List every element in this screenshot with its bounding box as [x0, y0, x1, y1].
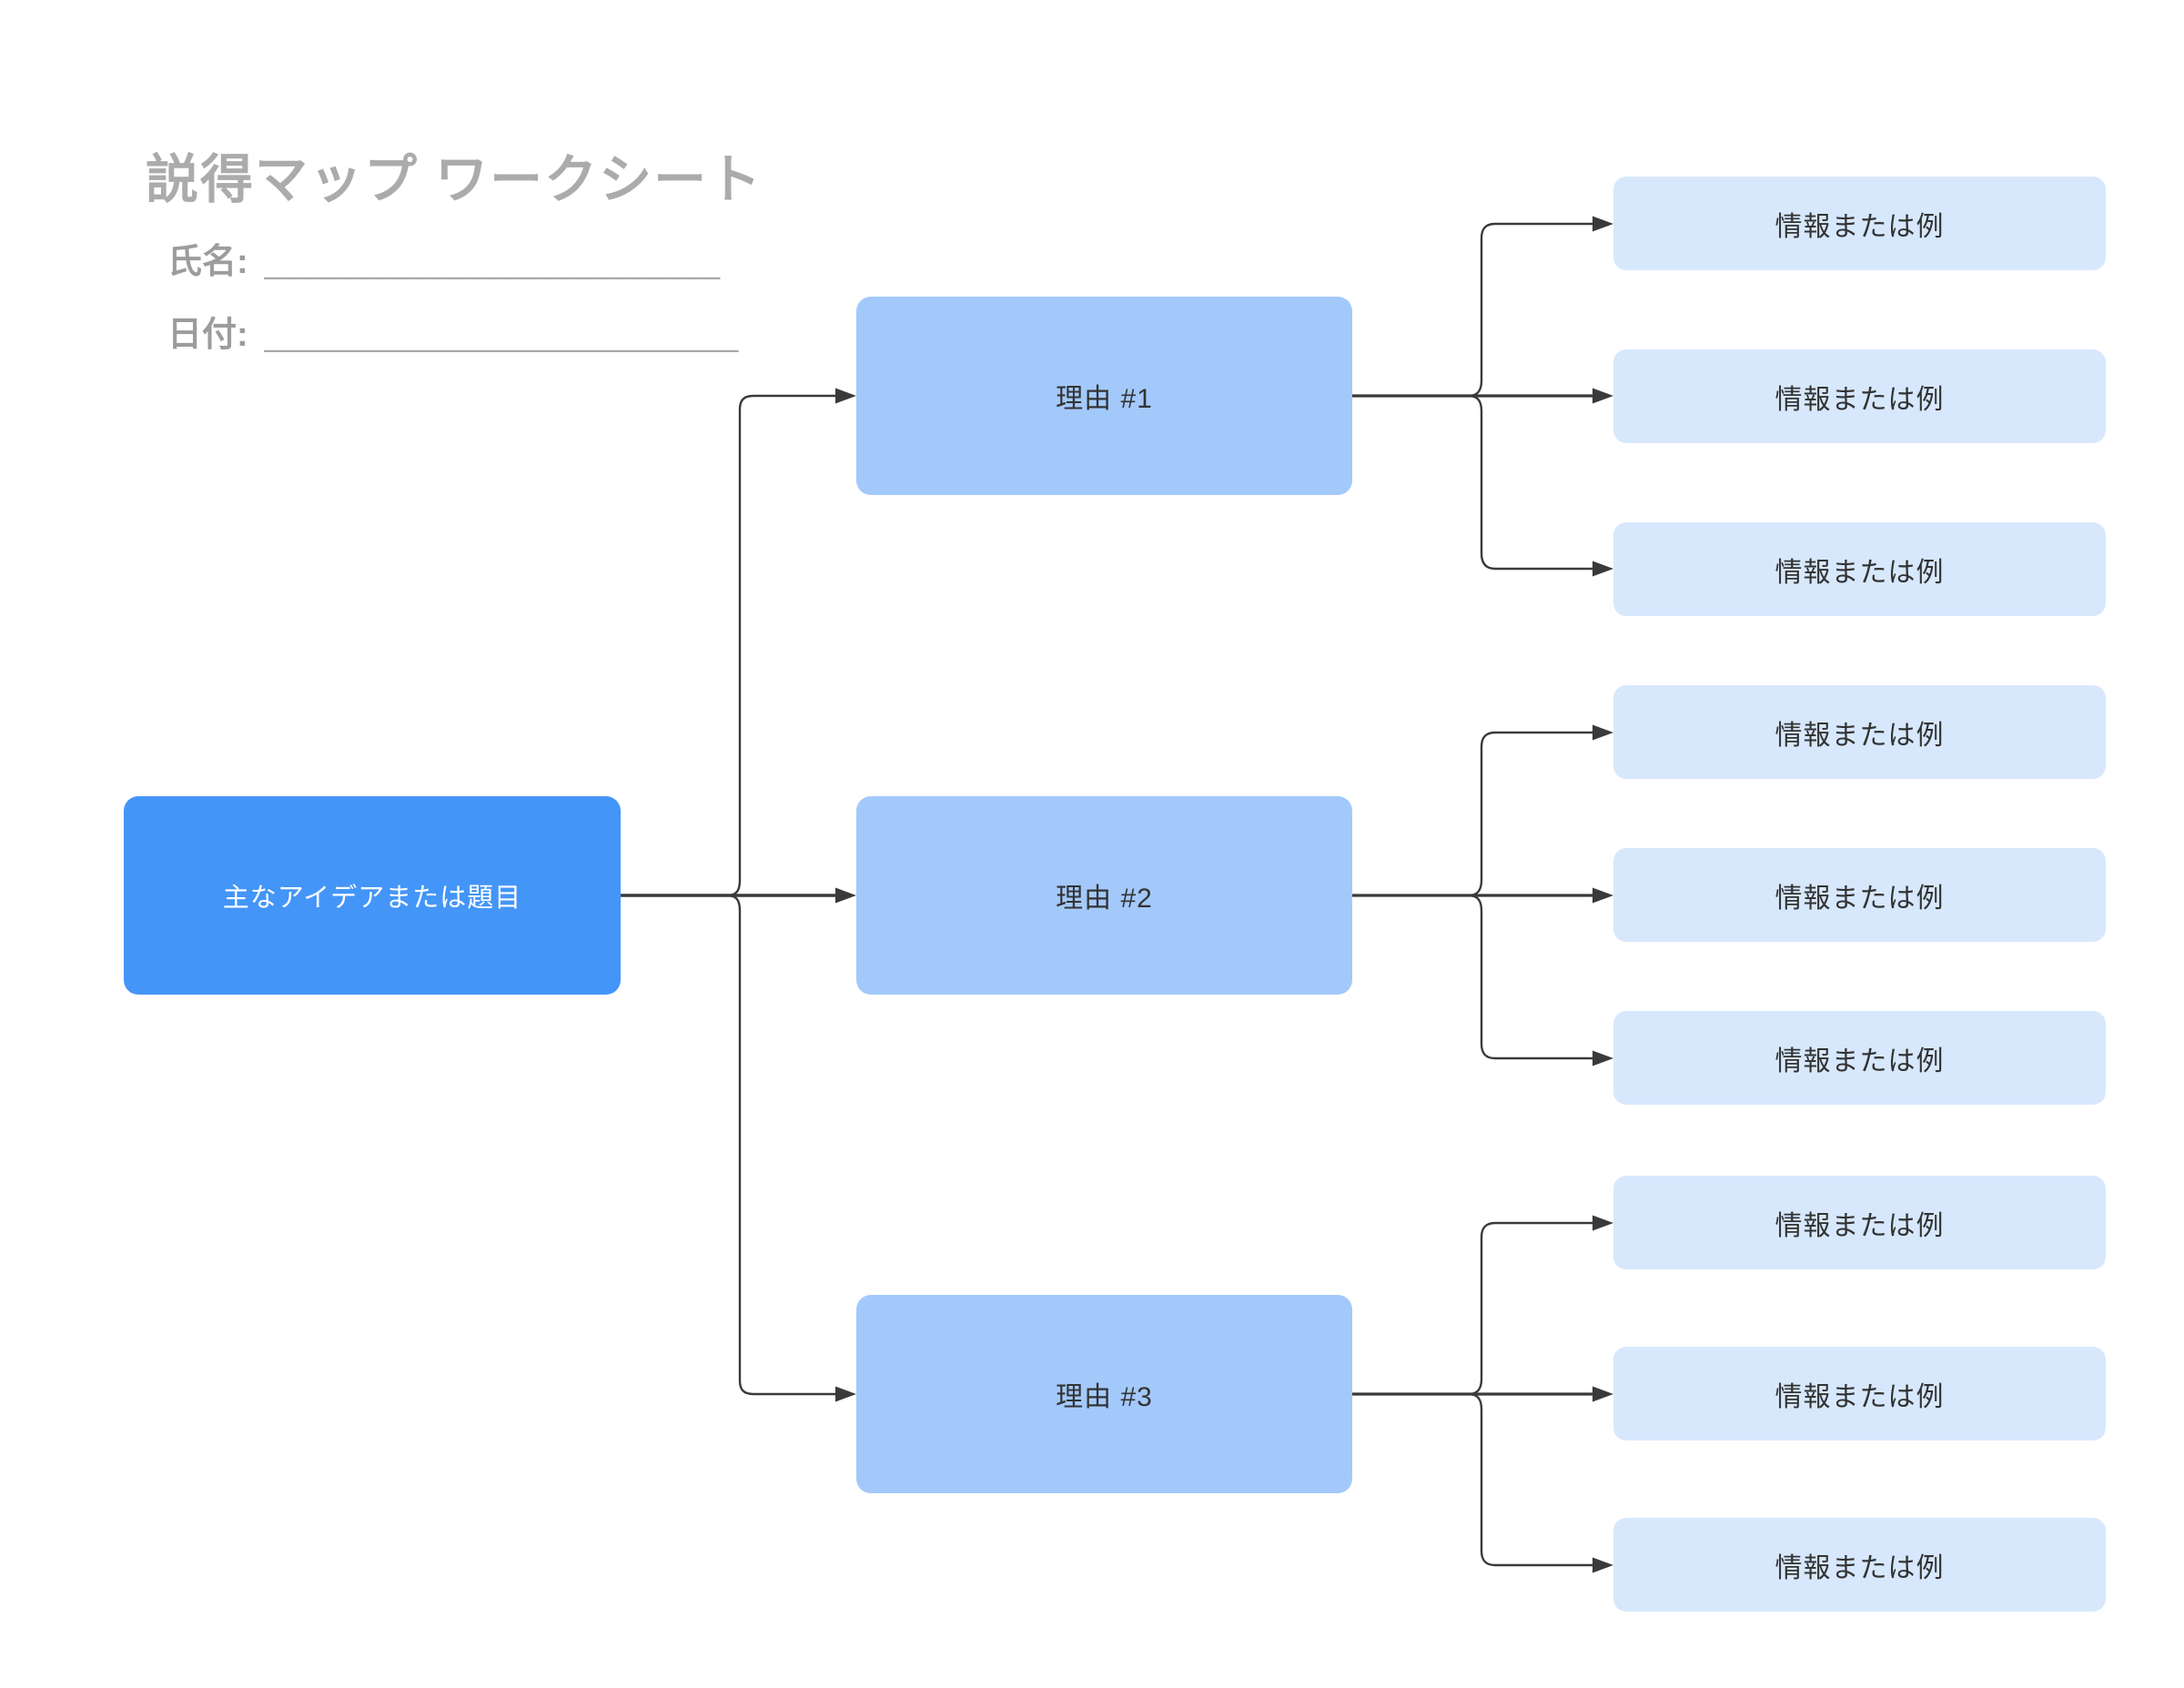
info-label-3-3: 情報または例	[1774, 1552, 1945, 1583]
name-field-label: 氏名:	[167, 243, 248, 281]
info-label-3-1: 情報または例	[1774, 1210, 1945, 1241]
info-box-2-2[interactable]: 情報または例	[1613, 848, 2106, 942]
info-box-3-1[interactable]: 情報または例	[1613, 1176, 2106, 1269]
connector-reason1-to-info-1	[1468, 222, 1595, 398]
info-box-3-3[interactable]: 情報または例	[1613, 1518, 2106, 1612]
page-title: 説得マップ ワークシート	[146, 150, 763, 209]
arrowhead-info-3-1	[1592, 1386, 1613, 1402]
connector-reason3-to-info-3	[1468, 1392, 1595, 1567]
arrowhead-reason-3	[835, 1386, 856, 1402]
info-box-3-2[interactable]: 情報または例	[1613, 1347, 2106, 1440]
arrowhead-info-1-1	[1592, 388, 1613, 404]
reason-1-label: 理由 #1	[1056, 384, 1153, 414]
arrowhead-info-1-0	[1592, 216, 1613, 232]
info-box-1-3[interactable]: 情報または例	[1613, 522, 2106, 616]
reason-1-box[interactable]: 理由 #1	[856, 297, 1352, 495]
reason-3-box[interactable]: 理由 #3	[856, 1295, 1352, 1493]
info-label-2-1: 情報または例	[1774, 720, 1945, 751]
main-idea-label: 主なアイデアまたは題目	[222, 884, 522, 913]
info-label-3-2: 情報または例	[1774, 1381, 1945, 1412]
info-label-1-1: 情報または例	[1774, 211, 1945, 242]
main-idea-box[interactable]: 主なアイデアまたは題目	[124, 796, 621, 995]
info-label-1-3: 情報または例	[1774, 557, 1945, 588]
arrowhead-info-3-2	[1592, 1557, 1613, 1573]
arrowhead-info-2-1	[1592, 887, 1613, 904]
arrowhead-reason-1	[835, 388, 856, 404]
info-box-1-1[interactable]: 情報または例	[1613, 177, 2106, 270]
arrowhead-reason-2	[835, 887, 856, 904]
reason-2-box[interactable]: 理由 #2	[856, 796, 1352, 995]
connector-reason3-to-info-1	[1468, 1221, 1595, 1396]
name-field-row: 氏名: _________________________	[167, 233, 720, 283]
name-fill-in-line[interactable]: _________________________	[264, 243, 721, 280]
date-field-label: 日付:	[167, 316, 248, 354]
connector-reason2-to-info-3	[1468, 894, 1595, 1060]
date-field-row: 日付: __________________________	[167, 306, 738, 356]
arrowhead-info-2-0	[1592, 724, 1613, 741]
info-label-2-3: 情報または例	[1774, 1046, 1945, 1076]
info-label-2-2: 情報または例	[1774, 883, 1945, 914]
date-fill-in-line[interactable]: __________________________	[264, 316, 739, 353]
arrowhead-info-3-0	[1592, 1215, 1613, 1231]
connector-main-to-reason-1	[726, 394, 838, 897]
info-box-1-2[interactable]: 情報または例	[1613, 349, 2106, 443]
reason-2-label: 理由 #2	[1056, 884, 1153, 914]
info-box-2-3[interactable]: 情報または例	[1613, 1011, 2106, 1105]
connector-reason1-to-info-3	[1468, 394, 1595, 571]
arrowhead-info-1-2	[1592, 561, 1613, 577]
arrowhead-info-2-2	[1592, 1050, 1613, 1066]
info-label-1-2: 情報または例	[1774, 384, 1945, 415]
info-box-2-1[interactable]: 情報または例	[1613, 685, 2106, 779]
connector-main-to-reason-3	[726, 894, 838, 1396]
reason-3-label: 理由 #3	[1056, 1382, 1153, 1412]
connector-reason2-to-info-1	[1468, 731, 1595, 897]
